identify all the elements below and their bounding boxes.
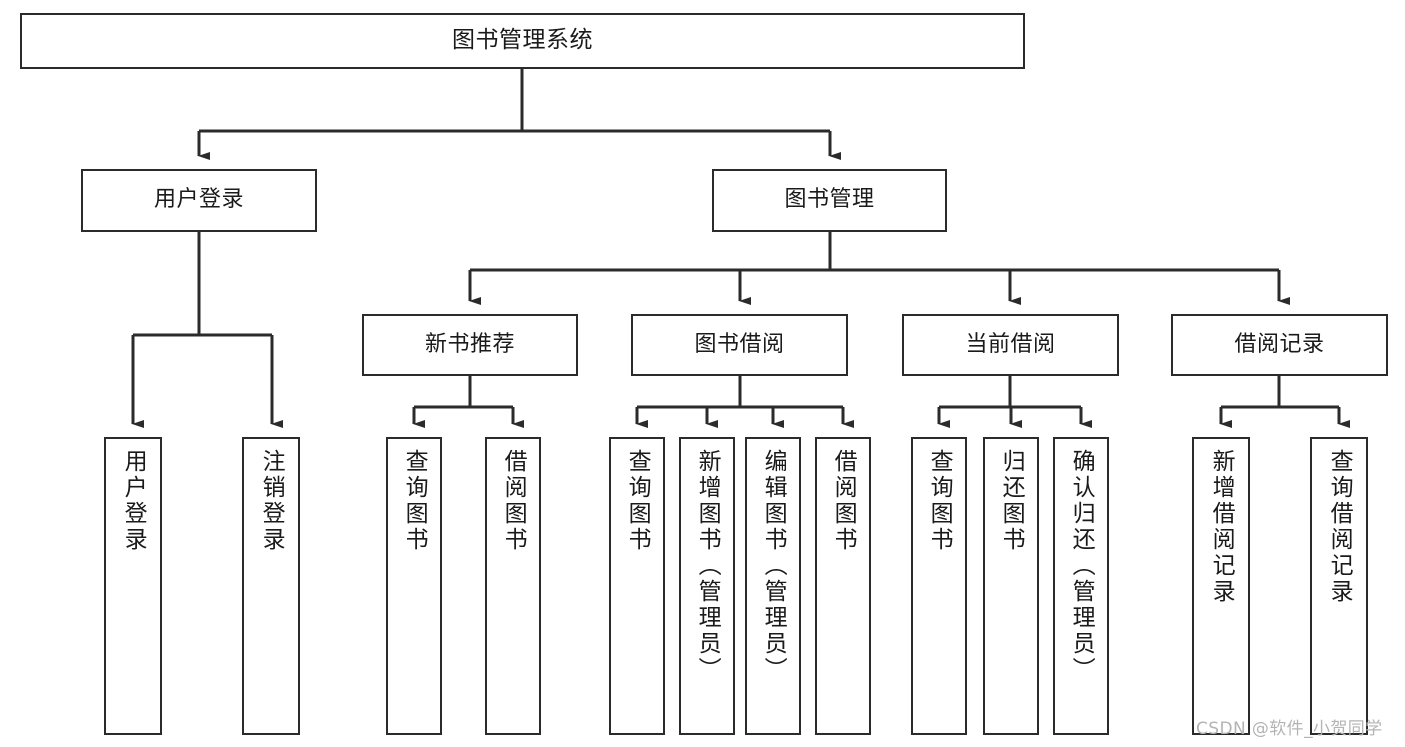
node-borrow-record-label: 借阅记录 [1234, 331, 1325, 357]
node-leaf-user-login[interactable]: 用户登录 [104, 437, 162, 735]
node-new-book-rec[interactable]: 新书推荐 [362, 314, 578, 376]
node-book-manage[interactable]: 图书管理 [712, 169, 947, 232]
node-root[interactable]: 图书管理系统 [20, 13, 1025, 69]
node-leaf-query-record-label: 查询借阅记录 [1326, 449, 1353, 605]
node-leaf-query-book-3-label: 查询图书 [926, 449, 953, 553]
node-borrow-record[interactable]: 借阅记录 [1171, 314, 1388, 376]
node-leaf-add-book[interactable]: 新增图书（管理员） [679, 437, 735, 735]
node-leaf-return-book-label: 归还图书 [998, 449, 1025, 553]
node-leaf-add-record[interactable]: 新增借阅记录 [1192, 437, 1250, 735]
node-leaf-query-book-2[interactable]: 查询图书 [609, 437, 665, 735]
node-leaf-logout[interactable]: 注销登录 [242, 437, 300, 735]
node-leaf-add-book-label: 新增图书（管理员） [694, 449, 721, 683]
node-leaf-edit-book[interactable]: 编辑图书（管理员） [745, 437, 801, 735]
node-leaf-query-record[interactable]: 查询借阅记录 [1310, 437, 1368, 735]
node-leaf-query-book-2-label: 查询图书 [624, 449, 651, 553]
node-root-label: 图书管理系统 [452, 27, 593, 54]
node-leaf-confirm-return[interactable]: 确认归还（管理员） [1053, 437, 1109, 735]
node-leaf-query-book-3[interactable]: 查询图书 [911, 437, 967, 735]
node-book-manage-label: 图书管理 [784, 187, 875, 213]
node-user-login-label: 用户登录 [153, 187, 244, 213]
node-current-borrow-label: 当前借阅 [965, 331, 1056, 357]
node-leaf-logout-label: 注销登录 [258, 449, 285, 553]
node-new-book-rec-label: 新书推荐 [424, 331, 515, 357]
node-leaf-query-book-1[interactable]: 查询图书 [386, 437, 442, 735]
node-book-borrow[interactable]: 图书借阅 [631, 314, 848, 376]
node-leaf-borrow-book-2[interactable]: 借阅图书 [815, 437, 871, 735]
node-leaf-add-record-label: 新增借阅记录 [1208, 449, 1235, 605]
node-leaf-user-login-label: 用户登录 [120, 449, 147, 553]
node-leaf-borrow-book-1[interactable]: 借阅图书 [485, 437, 541, 735]
node-leaf-borrow-book-1-label: 借阅图书 [500, 449, 527, 553]
node-leaf-confirm-return-label: 确认归还（管理员） [1068, 449, 1095, 683]
node-leaf-return-book[interactable]: 归还图书 [983, 437, 1039, 735]
node-book-borrow-label: 图书借阅 [694, 331, 785, 357]
watermark-text: CSDN @软件_小贺同学 [1196, 719, 1383, 739]
node-leaf-query-book-1-label: 查询图书 [401, 449, 428, 553]
node-user-login[interactable]: 用户登录 [81, 169, 317, 232]
node-leaf-edit-book-label: 编辑图书（管理员） [760, 449, 787, 683]
node-leaf-borrow-book-2-label: 借阅图书 [830, 449, 857, 553]
node-current-borrow[interactable]: 当前借阅 [902, 314, 1119, 376]
